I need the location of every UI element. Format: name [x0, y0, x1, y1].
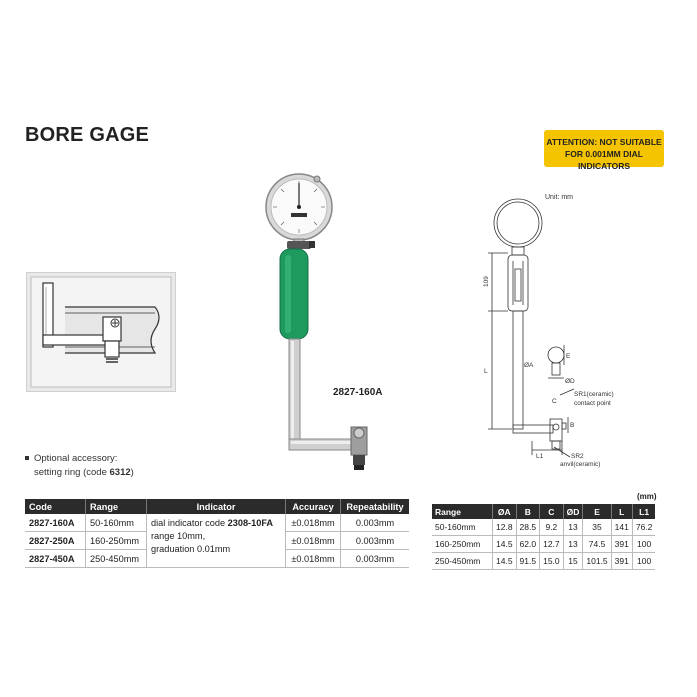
bore-inset-svg [30, 276, 172, 388]
accessory-line-1: Optional accessory: [34, 453, 118, 464]
bullet-square-icon [25, 456, 29, 461]
dim-header: ØA [492, 504, 517, 519]
attention-line-1: ATTENTION: NOT SUITABLE [546, 137, 662, 147]
dim-cell: 28.5 [516, 519, 541, 536]
table-row: 2827-250A 160-250mm ±0.018mm 0.003mm [25, 531, 409, 550]
dim-cell: 141 [611, 519, 633, 536]
spec-repeatability: 0.003mm [340, 549, 409, 568]
dim-cell: 9.2 [539, 519, 564, 536]
spec-range: 250-450mm [85, 549, 147, 568]
dim-A: ØA [524, 362, 534, 369]
unit-note: Unit: mm [545, 194, 573, 201]
attention-badge: ATTENTION: NOT SUITABLE FOR 0.001MM DIAL… [544, 130, 664, 171]
dim-E: E [566, 353, 571, 360]
table-row: 250-450mm 14.5 91.5 15.0 15 101.5 391 10… [432, 552, 656, 570]
dim-cell: 391 [611, 535, 633, 553]
dim-D: ØD [565, 378, 575, 385]
spec-code: 2827-450A [25, 549, 86, 568]
table-row: 2827-160A 50-160mm dial indicator code 2… [25, 514, 409, 568]
dim-table-header-row: Range ØA B C ØD E L L1 [432, 504, 656, 519]
dim-header: E [582, 504, 612, 519]
spec-range: 160-250mm [85, 531, 147, 550]
dim-B: B [570, 422, 574, 429]
dim-cell: 13 [563, 535, 584, 553]
dim-C: C [552, 398, 557, 405]
model-label: 2827-160A [333, 387, 383, 398]
optional-accessory-note: Optional accessory: setting ring (code 6… [25, 452, 134, 480]
dim-cell: 91.5 [516, 552, 541, 570]
spec-range: 50-160mm [85, 514, 147, 532]
indicator-prefix: dial indicator code [151, 518, 228, 528]
spec-header-indicator: Indicator [146, 499, 286, 514]
spec-header-range: Range [85, 499, 147, 514]
table-row: 160-250mm 14.5 62.0 12.7 13 74.5 391 100 [432, 535, 656, 553]
dim-cell: 14.5 [492, 535, 517, 553]
dim-sr2-a: SR2 [571, 453, 584, 460]
spec-code: 2827-250A [25, 531, 86, 550]
dim-sr1-a: SR1(ceramic) [574, 391, 614, 398]
dim-cell: 76.2 [632, 519, 656, 536]
indicator-code: 2308-10FA [227, 518, 274, 528]
dim-header: C [539, 504, 564, 519]
dim-109: 109 [483, 276, 490, 287]
spec-indicator: dial indicator code 2308-10FA range 10mm… [146, 514, 286, 568]
dim-header: L [611, 504, 633, 519]
dim-table-unit: (mm) [637, 492, 657, 501]
spec-code: 2827-160A [25, 514, 86, 532]
spec-accuracy: ±0.018mm [285, 531, 341, 550]
dim-sr1-b: contact point [574, 400, 611, 407]
accessory-code: 6312 [109, 467, 131, 478]
spec-header-accuracy: Accuracy [285, 499, 341, 514]
dim-header: B [516, 504, 541, 519]
dimension-table: Range ØA B C ØD E L L1 50-160mm 12.8 28.… [432, 504, 656, 570]
dim-cell: 160-250mm [432, 535, 493, 553]
spec-repeatability: 0.003mm [340, 531, 409, 550]
dim-cell: 13 [563, 519, 584, 536]
page-title: BORE GAGE [25, 124, 150, 146]
spec-table: Code Range Indicator Accuracy Repeatabil… [25, 499, 409, 568]
dim-cell: 15 [563, 552, 584, 570]
dim-sr2-b: anvil(ceramic) [560, 461, 600, 468]
accessory-line-2-suffix: ) [130, 467, 134, 478]
spec-accuracy: ±0.018mm [285, 514, 341, 532]
spec-table-header-row: Code Range Indicator Accuracy Repeatabil… [25, 499, 409, 514]
dim-cell: 12.7 [539, 535, 564, 553]
dim-cell: 101.5 [582, 552, 612, 570]
table-row: 2827-450A 250-450mm ±0.018mm 0.003mm [25, 549, 409, 568]
dim-cell: 35 [582, 519, 612, 536]
dim-L: L [484, 368, 488, 375]
bore-inset-illustration [26, 272, 176, 392]
dim-header: Range [432, 504, 493, 519]
dim-header: L1 [632, 504, 656, 519]
dim-cell: 50-160mm [432, 519, 493, 536]
dim-cell: 391 [611, 552, 633, 570]
dim-header: ØD [563, 504, 584, 519]
spec-accuracy: ±0.018mm [285, 549, 341, 568]
dim-cell: 100 [632, 535, 656, 553]
dim-cell: 100 [632, 552, 656, 570]
accessory-line-2-prefix: setting ring (code [34, 467, 110, 478]
table-row: 50-160mm 12.8 28.5 9.2 13 35 141 76.2 [432, 519, 656, 536]
dim-cell: 14.5 [492, 552, 517, 570]
spec-header-repeatability: Repeatability [340, 499, 409, 514]
dim-cell: 62.0 [516, 535, 541, 553]
dimension-drawing: 109 L ØA E ØD SR1(ceramic) contact point… [483, 198, 614, 468]
dim-L1: L1 [536, 453, 544, 460]
dim-cell: 250-450mm [432, 552, 493, 570]
attention-line-2: FOR 0.001MM DIAL INDICATORS [565, 149, 643, 171]
dim-cell: 74.5 [582, 535, 612, 553]
bore-gage-product-image [265, 173, 368, 470]
spec-repeatability: 0.003mm [340, 514, 409, 532]
indicator-graduation: graduation 0.01mm [151, 544, 231, 554]
dim-cell: 12.8 [492, 519, 517, 536]
indicator-range: range 10mm, [151, 531, 206, 541]
dim-cell: 15.0 [539, 552, 564, 570]
spec-header-code: Code [25, 499, 86, 514]
